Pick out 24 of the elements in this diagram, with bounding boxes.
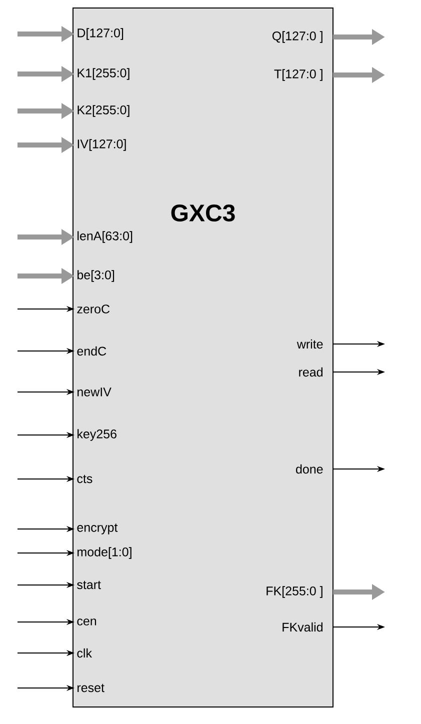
pin-label: FK[255:0 ] [266,586,322,598]
pin-label: D[127:0] [78,28,124,40]
pin-label: newIV [78,388,112,396]
pin-label: zeroC [77,304,110,314]
pin-label: T[127:0 ] [274,69,322,81]
pin-label: read [299,367,322,377]
pin-label: endC [77,346,106,356]
pin-label: be[3:0] [78,270,114,282]
pin-label: key256 [78,429,116,441]
pin-label: FKvalid [282,622,322,632]
pin-label: cen [77,618,96,626]
pin-label: write [296,339,323,349]
pin-label: mode[1:0] [78,547,132,559]
pin-label: K2[255:0] [78,105,130,117]
pin-label: encrypt [77,524,118,534]
pin-label: clk [77,648,92,658]
pin-label: done [296,464,323,474]
pin-label: IV[127:0] [78,139,126,151]
pin-label: Q[127:0 ] [272,31,322,43]
pin-label: cts [77,474,92,484]
pin-label: reset [78,684,104,692]
pin-label: start [77,580,101,590]
pin-label: K1[255:0] [78,68,130,80]
pin-label: lenA[63:0] [78,231,132,243]
